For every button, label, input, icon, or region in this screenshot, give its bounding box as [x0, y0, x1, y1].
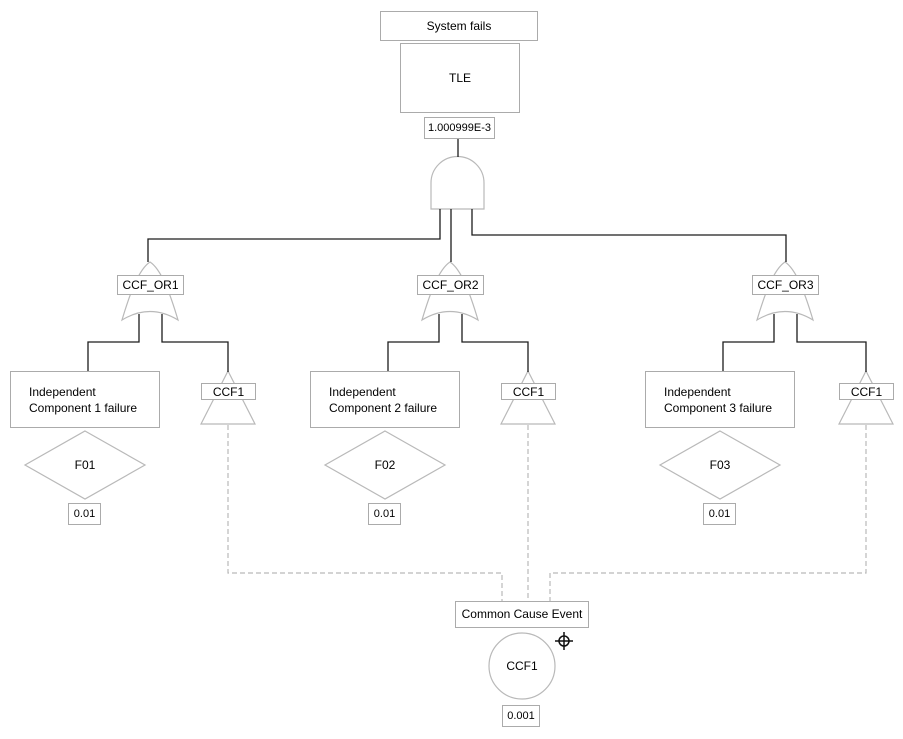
component-1-box[interactable]: Independent Component 1 failure — [10, 371, 160, 428]
transfer-3-label[interactable]: CCF1 — [839, 383, 894, 400]
or-gate-1-label[interactable]: CCF_OR1 — [117, 275, 184, 295]
connector-or1-to-component1 — [87, 314, 140, 371]
common-cause-probability: 0.001 — [502, 705, 540, 727]
dashed-transfer-link-1 — [227, 425, 503, 601]
event-name-f03: F03 — [709, 458, 731, 472]
top-event-title-box[interactable]: System fails — [380, 11, 538, 41]
connector-and-to-or1 — [147, 209, 441, 262]
or-gate-3-label[interactable]: CCF_OR3 — [752, 275, 819, 295]
connector-or2-to-component2 — [387, 314, 440, 371]
event-f02-probability: 0.01 — [368, 503, 401, 525]
component-3-box[interactable]: Independent Component 3 failure — [645, 371, 795, 428]
or-gate-2-label[interactable]: CCF_OR2 — [417, 275, 484, 295]
event-f01-probability: 0.01 — [68, 503, 101, 525]
undeveloped-event-diamond-1[interactable] — [23, 430, 147, 500]
connector-or3-to-component3 — [722, 314, 775, 371]
connector-and-to-or3 — [471, 209, 787, 262]
undeveloped-event-diamond-3[interactable] — [658, 430, 782, 500]
connector-or2-to-transfer2 — [461, 314, 529, 372]
common-cause-event-name: CCF1 — [506, 659, 538, 673]
top-event-gate-box[interactable]: TLE — [400, 43, 520, 113]
and-gate[interactable] — [430, 155, 485, 210]
connector-or3-to-transfer3 — [796, 314, 867, 372]
common-cause-title-box[interactable]: Common Cause Event — [455, 601, 589, 628]
connector-or1-to-transfer1 — [161, 314, 229, 372]
event-name-f01: F01 — [74, 458, 96, 472]
crosshair-icon — [555, 632, 573, 650]
dashed-transfer-link-3 — [549, 425, 867, 601]
common-cause-circle[interactable] — [488, 632, 556, 700]
top-event-probability: 1.000999E-3 — [424, 117, 495, 139]
undeveloped-event-diamond-2[interactable] — [323, 430, 447, 500]
transfer-2-label[interactable]: CCF1 — [501, 383, 556, 400]
transfer-1-label[interactable]: CCF1 — [201, 383, 256, 400]
event-f03-probability: 0.01 — [703, 503, 736, 525]
component-2-box[interactable]: Independent Component 2 failure — [310, 371, 460, 428]
event-name-f02: F02 — [374, 458, 396, 472]
